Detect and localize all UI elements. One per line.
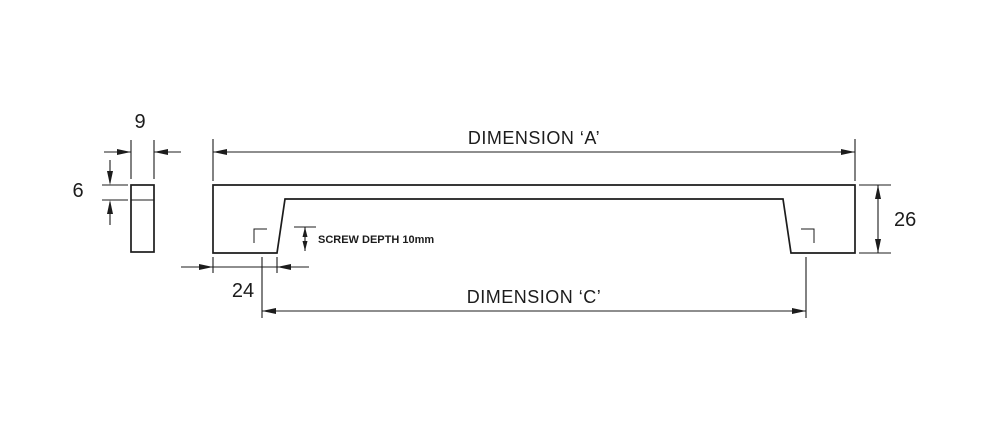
handle-profile-outline [212,184,856,254]
screw-hole-marks [253,228,815,243]
handle-profile [212,184,856,254]
top-thickness-label: 6 [72,180,83,202]
dim-a: DIMENSION ‘A’ [212,128,856,181]
dim-c-arrow-right [792,308,806,314]
screw-depth-annotation: SCREW DEPTH 10mm [294,226,434,251]
dimension-a-label: DIMENSION ‘A’ [468,128,600,148]
dim-c-arrow-left [262,308,276,314]
dim-a-arrow-right [841,149,855,155]
dim-height: 26 [859,184,916,254]
dim-26-arrow-bottom [875,239,881,253]
screw-depth-label: SCREW DEPTH 10mm [318,234,434,246]
dim-top-thickness: 6 [72,160,128,225]
foot-width-label: 24 [232,280,254,302]
dim-6-arrow-top [107,171,113,185]
side-view-outline [130,184,155,253]
screw-depth-arrow-down [302,241,308,251]
dim-26-arrow-top [875,185,881,199]
dim-a-arrow-left [213,149,227,155]
height-label: 26 [894,209,916,231]
side-view [130,184,155,253]
screw-hole-mark-left [253,228,267,243]
side-width-label: 9 [134,111,145,133]
dim-9-arrow-left [117,149,131,155]
dim-24-arrow-left [199,264,213,270]
dim-24-arrow-right [277,264,291,270]
screw-hole-mark-right [801,228,815,243]
dimension-c-label: DIMENSION ‘C’ [467,287,602,307]
dim-c: DIMENSION ‘C’ [261,257,807,318]
dim-foot-width: 24 [181,257,309,302]
dim-side-width: 9 [104,111,181,179]
screw-depth-arrow-up [302,227,308,237]
dim-6-arrow-bottom [107,200,113,214]
dim-9-arrow-right [154,149,168,155]
